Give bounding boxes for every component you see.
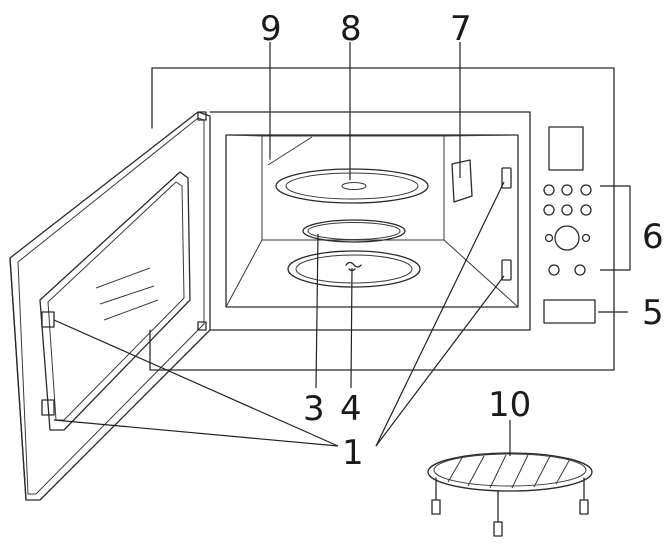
callout-9: 9: [260, 9, 282, 49]
latch-holes: [501, 167, 512, 281]
control-panel: [543, 126, 592, 276]
callout-3: 3: [303, 389, 325, 429]
oven-cavity: [225, 134, 519, 308]
callout-4: 4: [340, 389, 362, 429]
leader-lines: [53, 42, 631, 456]
roller-ring: [302, 219, 406, 243]
grill-corner: [267, 136, 313, 166]
callout-6: 6: [642, 217, 664, 257]
glass-tray: [275, 168, 429, 204]
callout-8: 8: [340, 9, 362, 49]
callout-10: 10: [488, 385, 531, 425]
callout-5: 5: [642, 293, 664, 333]
shaft-coupler: [287, 250, 421, 288]
cabinet-frame: [149, 67, 615, 371]
door-release-button: [543, 299, 596, 324]
callout-1: 1: [342, 433, 364, 473]
roasting-rack: [427, 452, 593, 537]
waveguide-cover: [451, 159, 473, 203]
door: [9, 111, 211, 501]
callout-7: 7: [450, 9, 472, 49]
